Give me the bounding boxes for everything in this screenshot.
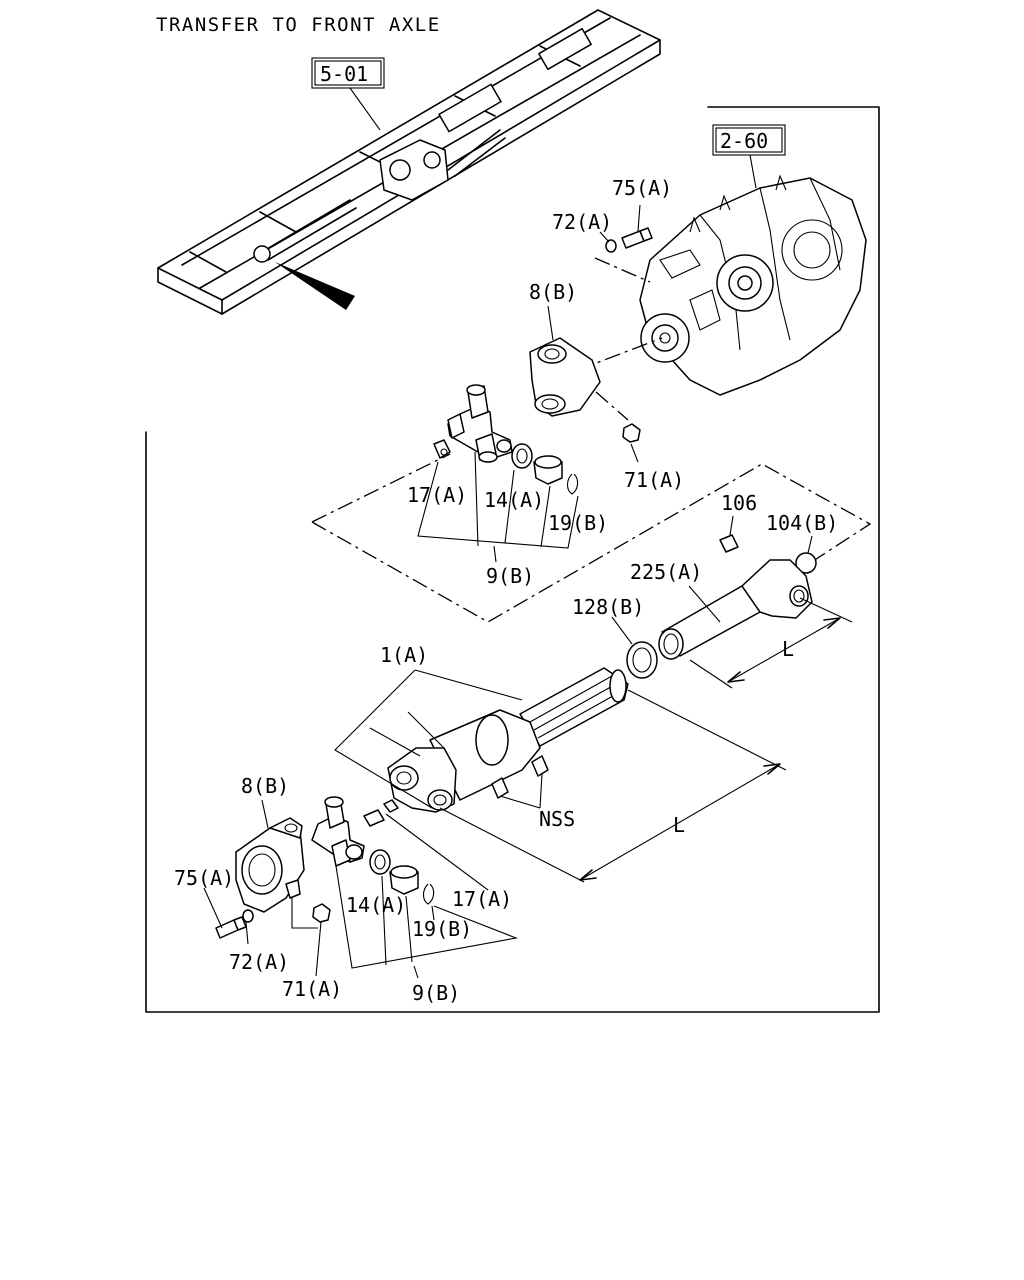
label-plug-cap: 104(B) bbox=[766, 511, 838, 535]
label-flange-yoke-bottom: 8(B) bbox=[241, 774, 289, 798]
label-sleeve-yoke: 225(A) bbox=[630, 560, 702, 584]
frame-reference-box[interactable]: 5-01 bbox=[311, 57, 385, 131]
label-snap-ring-top: 19(B) bbox=[548, 511, 608, 535]
label-bolt-bottom: 75(A) bbox=[174, 866, 234, 890]
label-grease-nipple-top: 17(A) bbox=[407, 483, 467, 507]
part-labels: 75(A) 72(A) 8(B) 71(A) 17(A) 14(A) 19(B)… bbox=[174, 176, 838, 1005]
label-length-rear: L bbox=[782, 637, 794, 661]
diagram-border bbox=[145, 106, 880, 1013]
label-length-front: L bbox=[673, 813, 685, 837]
upper-universal-joint bbox=[417, 384, 579, 563]
propeller-shaft bbox=[334, 667, 787, 883]
label-flange-yoke-top: 8(B) bbox=[529, 280, 577, 304]
transfer-case-illustration bbox=[639, 174, 867, 396]
lower-flange-group bbox=[203, 799, 331, 977]
transfer-case-reference-label: 2-60 bbox=[720, 129, 768, 153]
label-seal: 128(B) bbox=[572, 595, 644, 619]
chassis-frame-illustration bbox=[157, 9, 661, 315]
label-bolt-top: 75(A) bbox=[612, 176, 672, 200]
label-joint-kit-top: 9(B) bbox=[486, 564, 534, 588]
label-shaft: 1(A) bbox=[380, 643, 428, 667]
lower-universal-joint bbox=[311, 796, 519, 979]
label-not-serviced: NSS bbox=[539, 807, 575, 831]
label-bearing-top: 14(A) bbox=[484, 488, 544, 512]
sleeve-yoke-group bbox=[611, 515, 853, 689]
label-bearing-bottom: 14(A) bbox=[346, 893, 406, 917]
label-washer-bottom: 72(A) bbox=[229, 950, 289, 974]
upper-kit-enclosure bbox=[311, 453, 872, 623]
diagram-title: TRANSFER TO FRONT AXLE bbox=[156, 14, 441, 36]
label-joint-kit-bottom: 9(B) bbox=[412, 981, 460, 1005]
label-grease-nipple-bottom: 17(A) bbox=[452, 887, 512, 911]
transfer-case-reference-box[interactable]: 2-60 bbox=[712, 124, 786, 189]
label-washer-top: 72(A) bbox=[552, 210, 612, 234]
label-nut-bottom: 71(A) bbox=[282, 977, 342, 1001]
label-nut-top: 71(A) bbox=[624, 468, 684, 492]
label-plug-bolt: 106 bbox=[721, 491, 757, 515]
upper-flange-group bbox=[529, 204, 663, 463]
label-snap-ring-bottom: 19(B) bbox=[412, 917, 472, 941]
frame-reference-label: 5-01 bbox=[320, 62, 368, 86]
